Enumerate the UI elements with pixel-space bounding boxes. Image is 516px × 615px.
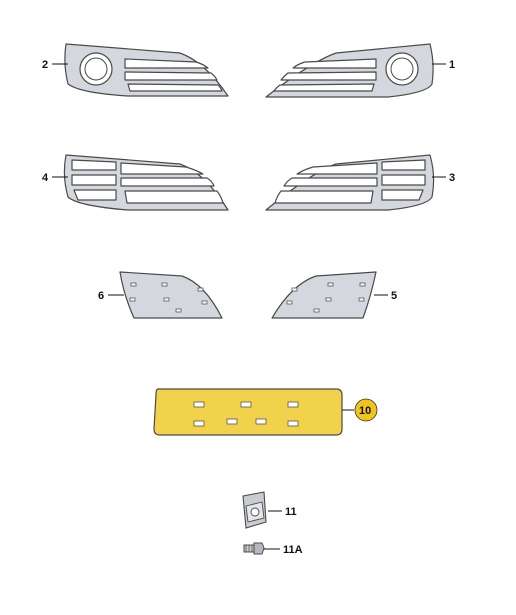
mounting-clip[interactable] (242, 491, 267, 529)
screw[interactable] (243, 542, 265, 555)
callout-label-1: 1 (449, 59, 455, 71)
callout-badge-10 (354, 398, 378, 422)
grille-left[interactable] (63, 154, 229, 211)
callout-label-4: 4 (42, 172, 49, 184)
callout-3: 3 (432, 172, 455, 184)
grille-left-with-foglight[interactable] (64, 43, 229, 97)
callout-5: 5 (374, 290, 397, 302)
callout-label-3: 3 (449, 172, 455, 184)
callout-label-2: 2 (42, 59, 48, 71)
callout-label-11a: 11A (283, 544, 303, 556)
callout-6: 6 (98, 290, 124, 302)
callout-label-5: 5 (391, 290, 397, 302)
grille-right[interactable] (265, 154, 435, 211)
callout-4: 4 (42, 172, 68, 184)
callout-2: 2 (42, 59, 68, 71)
callout-11: 11 (268, 506, 297, 518)
callout-10: 10 (342, 398, 378, 422)
callout-label-6: 6 (98, 290, 104, 302)
cover-right[interactable] (271, 271, 377, 319)
center-cover-highlighted[interactable] (153, 388, 343, 436)
cover-left[interactable] (119, 271, 223, 319)
callout-11a: 11A (264, 544, 303, 556)
callout-1: 1 (432, 59, 455, 71)
callout-label-10: 10 (359, 405, 371, 417)
grille-right-with-foglight[interactable] (265, 43, 434, 98)
callout-label-11: 11 (285, 506, 297, 518)
